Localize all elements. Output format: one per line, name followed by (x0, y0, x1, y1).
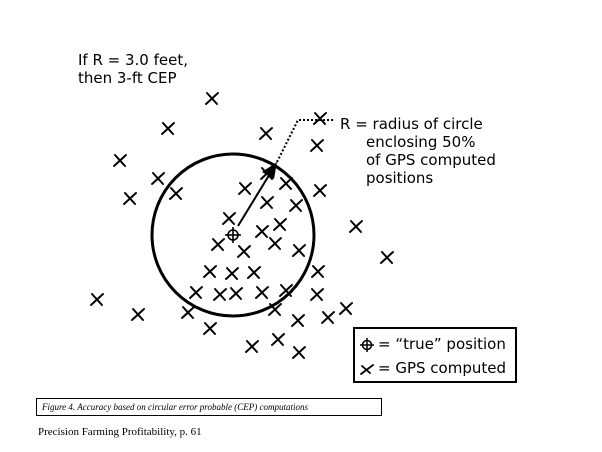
x-mark-icon (360, 364, 374, 375)
gps-point (313, 112, 327, 125)
gps-point (310, 288, 324, 301)
gps-point (113, 154, 127, 167)
gps-point (237, 245, 251, 258)
gps-point (321, 311, 335, 324)
gps-point (380, 251, 394, 264)
gps-point (189, 286, 203, 299)
gps-point (311, 265, 325, 278)
gps-point (289, 199, 303, 212)
gps-point (268, 237, 282, 250)
gps-point (151, 172, 165, 185)
gps-point (169, 187, 183, 200)
gps-point (291, 314, 305, 327)
figure-caption: Figure 4. Accuracy based on circular err… (36, 398, 382, 416)
gps-point (211, 238, 225, 251)
gps-point (90, 293, 104, 306)
gps-point (255, 286, 269, 299)
leader-dotted-line (276, 119, 334, 163)
note-line-2: then 3-ft CEP (78, 69, 177, 87)
true-position-marker (225, 227, 241, 243)
definition-line-3: of GPS computed (366, 151, 496, 169)
gps-point (131, 308, 145, 321)
gps-point (279, 284, 293, 297)
gps-point (349, 220, 363, 233)
radius-arrow (237, 162, 277, 227)
page-footer: Precision Farming Profitability, p. 61 (38, 426, 202, 438)
gps-point (222, 212, 236, 225)
gps-point (310, 139, 324, 152)
crosshair-icon (360, 338, 374, 352)
gps-point (229, 287, 243, 300)
gps-point (259, 127, 273, 140)
legend-gps-label: = GPS computed (378, 359, 506, 377)
gps-point (225, 267, 239, 280)
definition-line-1: R = radius of circle (340, 115, 483, 133)
gps-point (268, 303, 282, 316)
gps-point (203, 322, 217, 335)
gps-point (339, 302, 353, 315)
gps-point (213, 288, 227, 301)
gps-point (255, 225, 269, 238)
gps-point (292, 346, 306, 359)
gps-point (203, 265, 217, 278)
gps-point (313, 184, 327, 197)
gps-point (292, 244, 306, 257)
gps-point (260, 196, 274, 209)
definition-line-4: positions (366, 169, 434, 187)
definition-line-2: enclosing 50% (366, 133, 476, 151)
gps-point (247, 266, 261, 279)
gps-point (161, 122, 175, 135)
legend-true-label: = “true” position (378, 335, 506, 353)
gps-point (123, 192, 137, 205)
gps-point (181, 306, 195, 319)
cep-circle (150, 152, 316, 318)
gps-point (238, 182, 252, 195)
gps-point (273, 218, 287, 231)
note-line-1: If R = 3.0 feet, (78, 51, 189, 69)
gps-point (271, 333, 285, 346)
gps-point (245, 340, 259, 353)
legend: = “true” position = GPS computed (353, 327, 517, 383)
gps-point (205, 92, 219, 105)
gps-point (279, 177, 293, 190)
